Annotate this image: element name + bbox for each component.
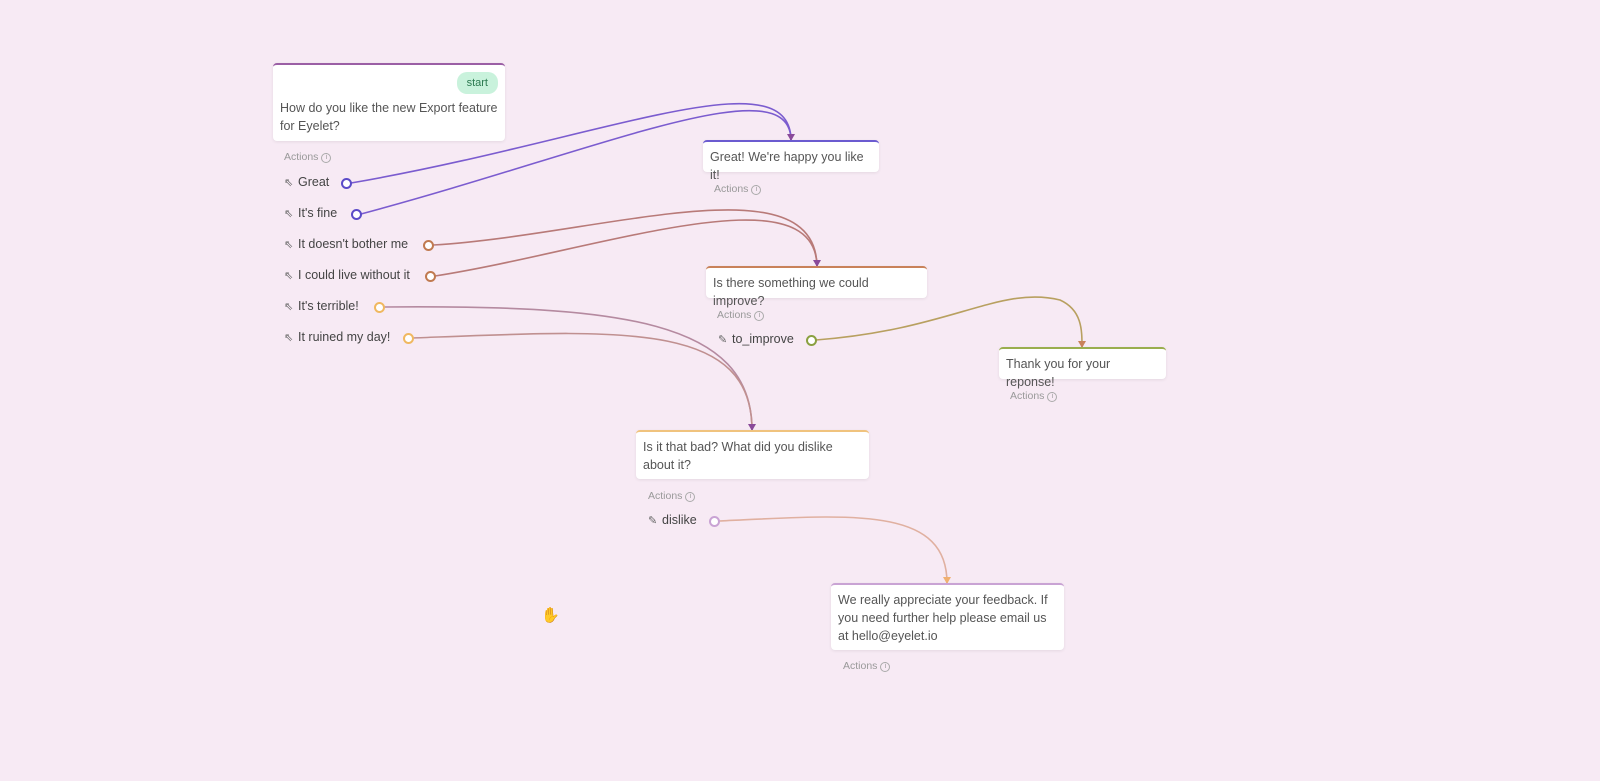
info-icon: i <box>751 185 762 195</box>
hand-cursor-icon: ✋ <box>541 607 560 624</box>
connector-handle[interactable] <box>374 302 385 313</box>
input-dislike[interactable]: ✎dislike <box>648 513 697 527</box>
feather-icon: ✎ <box>648 515 658 527</box>
cursor-icon: ⇖ <box>284 301 294 313</box>
start-node[interactable]: start How do you like the new Export fea… <box>273 63 505 141</box>
node-text: Thank you for your reponse! <box>1006 357 1111 389</box>
edge-terrible <box>383 306 753 431</box>
edge-ruined <box>412 332 753 431</box>
connector-handle[interactable] <box>806 335 817 346</box>
connector-handle[interactable] <box>423 240 434 251</box>
option-ruined[interactable]: ⇖It ruined my day! <box>284 330 391 344</box>
feather-icon: ✎ <box>718 334 728 346</box>
edge-to-improve <box>815 296 1083 348</box>
bad-node[interactable]: Is it that bad? What did you dislike abo… <box>636 430 869 479</box>
option-terrible[interactable]: ⇖It's terrible! <box>284 299 359 313</box>
connector-handle[interactable] <box>709 516 720 527</box>
node-text: Is it that bad? What did you dislike abo… <box>643 440 833 472</box>
cursor-icon: ⇖ <box>284 177 294 189</box>
input-to-improve[interactable]: ✎to_improve <box>718 332 794 346</box>
info-icon: i <box>321 153 332 163</box>
cursor-icon: ⇖ <box>284 332 294 344</box>
info-icon: i <box>1047 392 1058 402</box>
node-text: Is there something we could improve? <box>713 276 869 308</box>
thanks-node[interactable]: Thank you for your reponse! <box>999 347 1166 389</box>
info-icon: i <box>754 311 765 321</box>
option-fine[interactable]: ⇖It's fine <box>284 206 338 220</box>
cursor-icon: ⇖ <box>284 208 294 220</box>
start-badge: start <box>456 72 498 94</box>
info-icon: i <box>880 662 891 672</box>
option-live-without[interactable]: ⇖I could live without it <box>284 268 410 282</box>
connector-handle[interactable] <box>403 333 414 344</box>
improve-node[interactable]: Is there something we could improve? <box>706 266 927 308</box>
node-text: How do you like the new Export feature f… <box>280 101 498 133</box>
connector-handle[interactable] <box>341 178 352 189</box>
great-node[interactable]: Great! We're happy you like it! <box>703 140 879 182</box>
option-great[interactable]: ⇖Great <box>284 175 330 189</box>
node-text: Great! We're happy you like it! <box>710 150 864 182</box>
edge-dislike <box>718 516 948 584</box>
connector-handle[interactable] <box>351 209 362 220</box>
feedback-node[interactable]: We really appreciate your feedback. If y… <box>831 583 1064 650</box>
connector-handle[interactable] <box>425 271 436 282</box>
cursor-icon: ⇖ <box>284 270 294 282</box>
edge-bother <box>432 209 818 267</box>
cursor-icon: ⇖ <box>284 239 294 251</box>
option-doesnt-bother[interactable]: ⇖It doesn't bother me <box>284 237 409 251</box>
node-text: We really appreciate your feedback. If y… <box>838 593 1048 643</box>
info-icon: i <box>685 492 696 502</box>
